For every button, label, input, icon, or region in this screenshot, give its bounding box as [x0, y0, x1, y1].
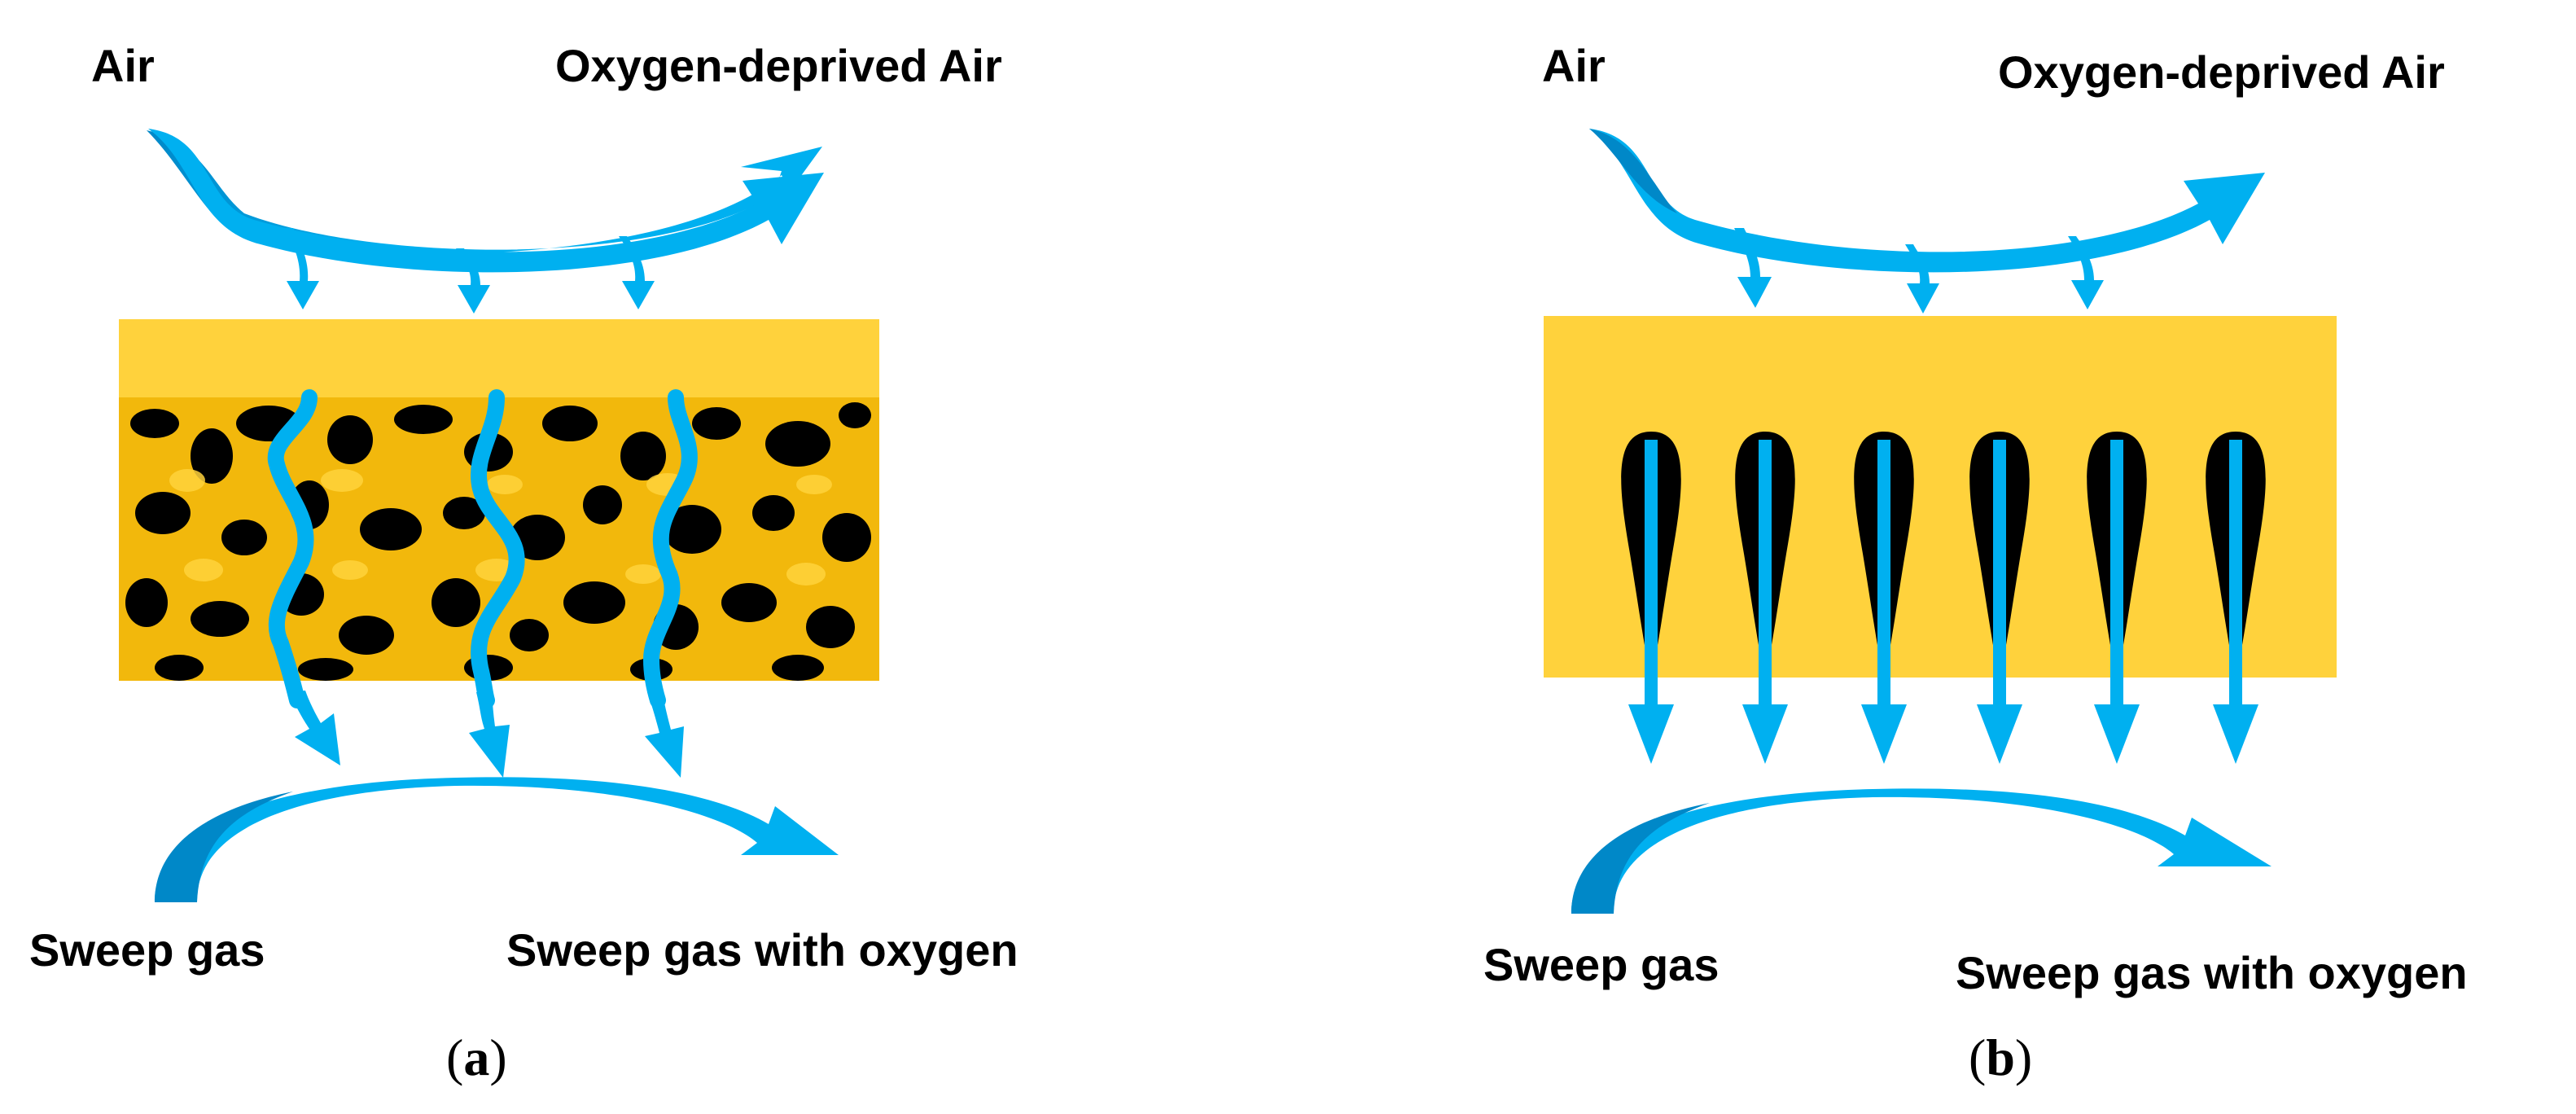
sweep-gas-arrow-b — [1571, 788, 2272, 914]
sweep-gas-arrow — [155, 777, 839, 902]
label-air-in: Air — [91, 40, 155, 91]
membrane-porous-support — [119, 397, 879, 681]
label-sweep-gas-with-oxygen-b: Sweep gas with oxygen — [1956, 947, 2468, 998]
label-sweep-gas: Sweep gas — [29, 924, 265, 976]
label-oxygen-deprived-air: Oxygen-deprived Air — [555, 40, 1002, 91]
air-flow-arrow-top — [147, 129, 824, 273]
channel-flow-arrows — [1628, 440, 2258, 764]
permeation-arrows-in — [285, 228, 655, 314]
panel-a: Air Oxygen-deprived Air Sweep gas Sweep … — [29, 40, 1019, 1086]
membrane-dense-layer — [119, 319, 879, 397]
label-oxygen-deprived-air-b: Oxygen-deprived Air — [1998, 46, 2445, 98]
label-air-in-b: Air — [1542, 40, 1606, 91]
panel-caption-a: (a) — [446, 1028, 507, 1086]
permeation-arrows-in-b — [1734, 228, 2104, 314]
panel-caption-b: (b) — [1969, 1028, 2032, 1086]
label-sweep-gas-b: Sweep gas — [1483, 939, 1719, 990]
air-flow-arrow-top-b — [1589, 129, 2265, 273]
panel-b: Air Oxygen-deprived Air Sweep gas Sweep … — [1483, 40, 2468, 1086]
permeation-arrows-out — [289, 691, 684, 778]
label-sweep-gas-with-oxygen: Sweep gas with oxygen — [506, 924, 1019, 976]
permeation-paths — [267, 389, 698, 708]
